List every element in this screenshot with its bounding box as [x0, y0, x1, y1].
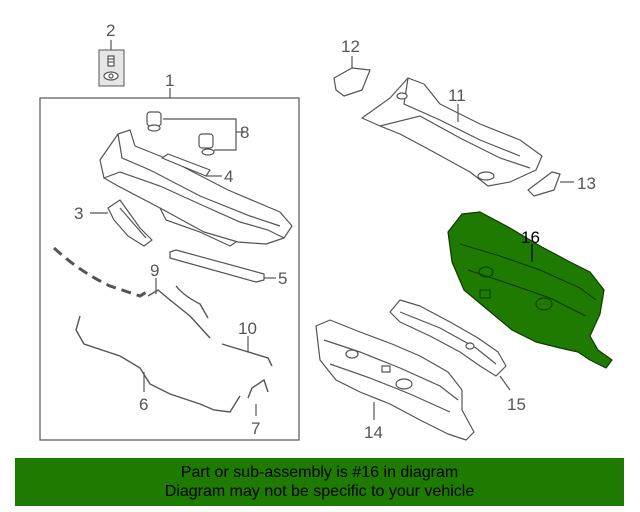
part-15-reinforcement: [389, 299, 507, 377]
callout-6: 6: [139, 395, 148, 414]
callout-11: 11: [448, 86, 466, 105]
part-6-hose: [75, 315, 241, 413]
callout-10: 10: [238, 319, 257, 338]
part-16-dash-panel: [447, 211, 613, 369]
part-9-hose: [147, 289, 211, 339]
callout-5: 5: [278, 269, 287, 288]
callout-2: 2: [106, 21, 115, 40]
callout-8: 8: [240, 123, 249, 142]
callout-3: 3: [74, 204, 83, 223]
callout-1: 1: [165, 71, 174, 90]
part-4-strip: [161, 153, 211, 177]
part-13-bracket: [527, 171, 561, 197]
callout-7: 7: [251, 419, 260, 438]
part-2-clip: [98, 49, 125, 87]
callout-9: 9: [150, 261, 159, 280]
part-10-tube: [221, 343, 273, 367]
part-3-bracket: [107, 199, 153, 247]
callout-16: 16: [521, 228, 540, 247]
callout-12: 12: [341, 37, 360, 56]
weatherstrip-dashed: [52, 246, 151, 298]
cowl-top-panel: [99, 129, 293, 247]
callout-14: 14: [364, 423, 383, 442]
banner-line-1: Part or sub-assembly is #16 in diagram: [180, 464, 459, 481]
callout-13: 13: [577, 174, 596, 193]
part-5-seal: [169, 249, 265, 283]
part-14-insulator: [315, 319, 475, 441]
part-11-cowl-panel: [361, 77, 543, 187]
callout-15: 15: [507, 395, 526, 414]
part-7-elbow: [247, 378, 269, 399]
callout-4: 4: [224, 167, 233, 186]
part-12-bracket: [333, 67, 371, 97]
info-banner: Part or sub-assembly is #16 in diagram D…: [15, 458, 624, 506]
part-8-grommet-a: [146, 111, 162, 132]
banner-line-2: Diagram may not be specific to your vehi…: [164, 483, 475, 500]
part-8-grommet-b: [198, 133, 215, 156]
